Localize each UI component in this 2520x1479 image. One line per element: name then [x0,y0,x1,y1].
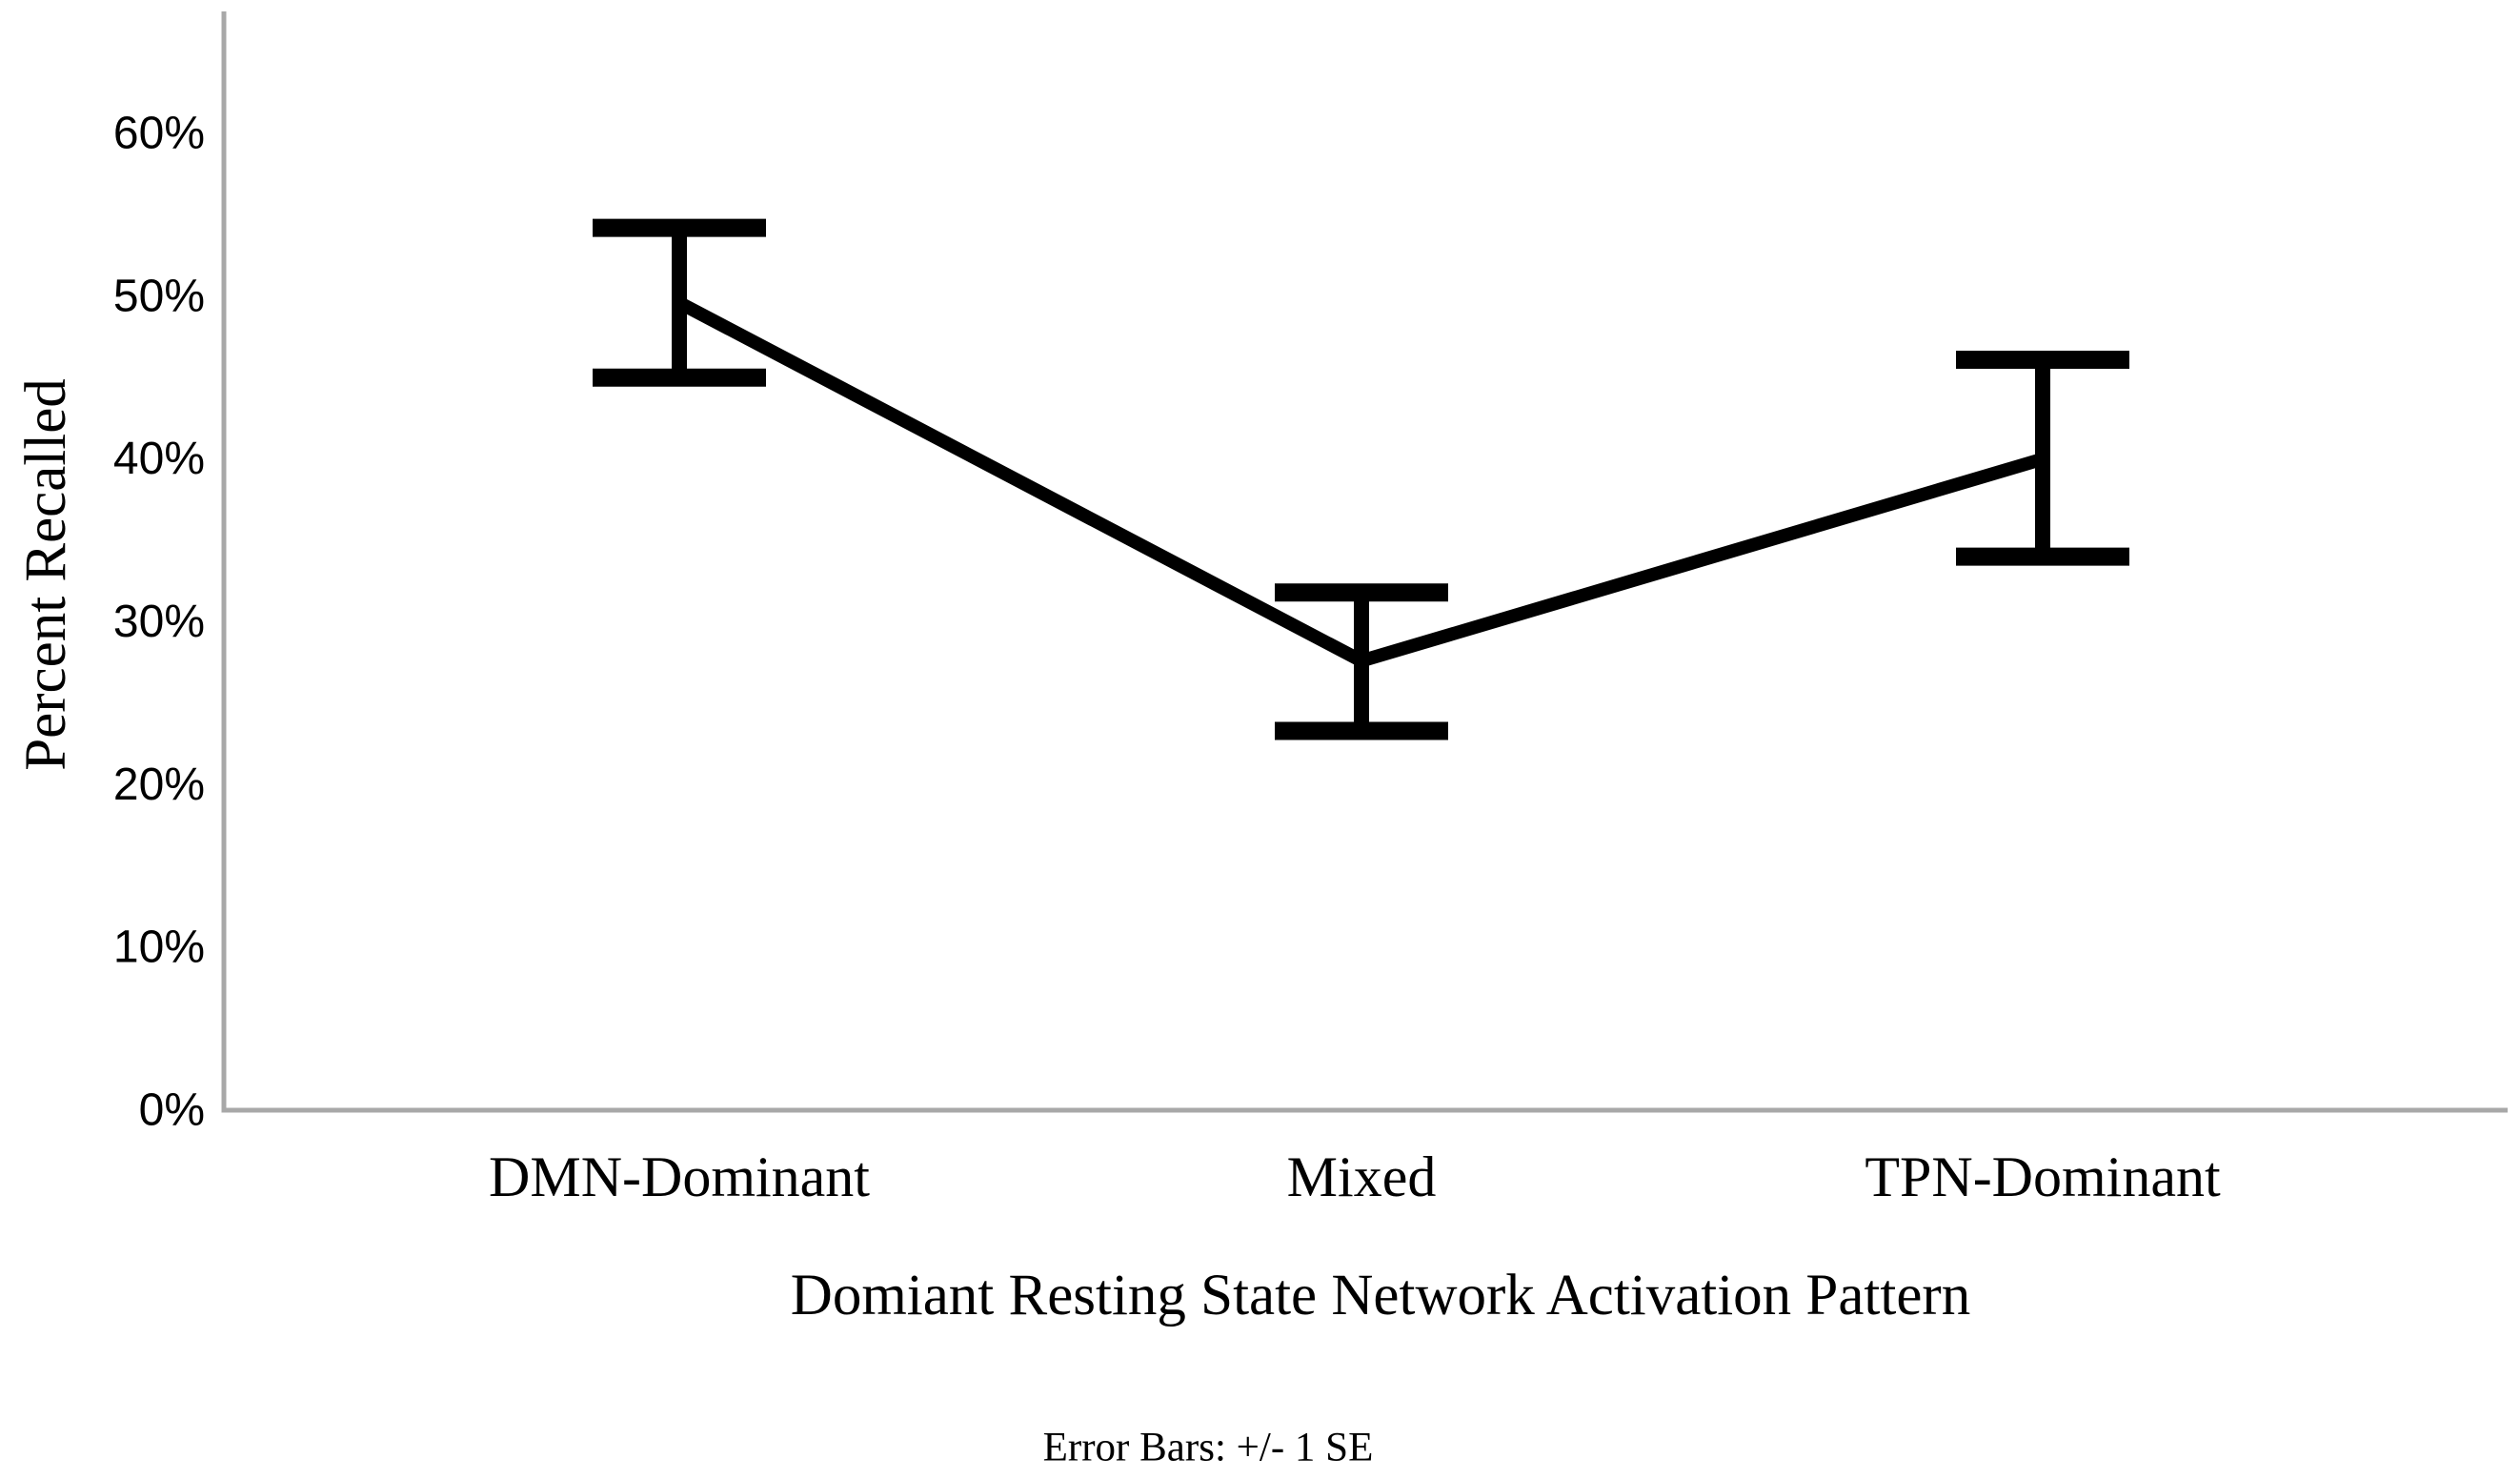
y-axis-tick-label: 30% [113,597,205,647]
x-axis-title: Domiant Resting State Network Activation… [790,1264,1971,1327]
error-bars-caption: Error Bars: +/- 1 SE [1042,1425,1374,1470]
x-category-label: Mixed [1287,1145,1437,1208]
y-axis-tick-label: 20% [113,760,205,810]
y-axis-tick-label: 50% [113,271,205,321]
y-axis-tick-label: 60% [113,109,205,159]
axis-lines [221,11,2508,1113]
y-axis-tick-label: 0% [139,1085,205,1136]
y-axis-tick-label: 40% [113,434,205,484]
x-category-label: DMN-Dominant [489,1145,870,1208]
y-axis-tick-label: 10% [113,922,205,973]
x-category-label: TPN-Dominant [1865,1145,2221,1208]
y-axis-title: Percent Recalled [14,378,78,771]
